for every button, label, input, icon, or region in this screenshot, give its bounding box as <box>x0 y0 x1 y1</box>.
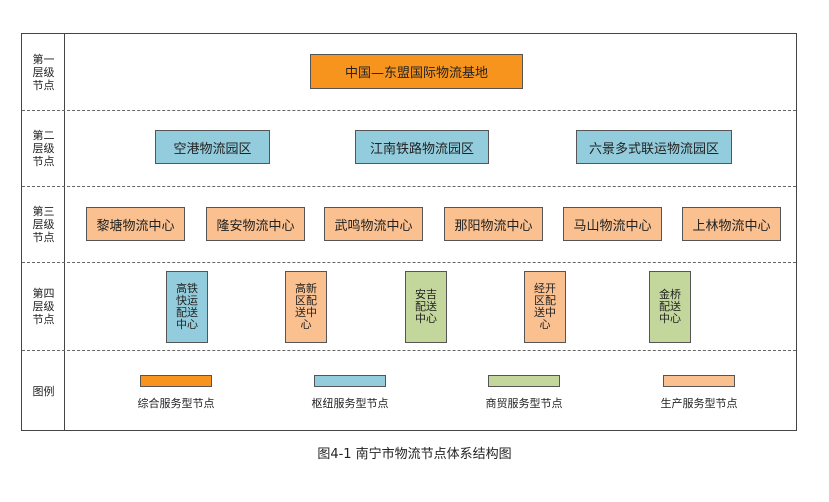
row-separator <box>22 110 796 111</box>
row-label-level1: 第一 层级 节点 <box>32 52 55 92</box>
legend-swatch-production <box>663 375 735 387</box>
row-separator <box>22 262 796 263</box>
row-separator <box>22 186 796 187</box>
node-level4: 安吉 配送 中心 <box>405 271 447 343</box>
diagram-frame: 第一 层级 节点 第二 层级 节点 第三 层级 节点 第四 层级 节点 图例 中… <box>21 33 797 431</box>
row-separator <box>22 350 796 351</box>
node-level4: 高新 区配 送中 心 <box>285 271 327 343</box>
node-level4: 经开 区配 送中 心 <box>524 271 566 343</box>
legend-label-hub: 综合服务型节点 <box>137 397 215 410</box>
node-level2: 六景多式联运物流园区 <box>576 130 732 164</box>
node-level3: 马山物流中心 <box>563 207 662 241</box>
legend-swatch-hub <box>140 375 212 387</box>
legend-label-commerce: 商贸服务型节点 <box>485 397 563 410</box>
row-label-level2: 第二 层级 节点 <box>32 128 55 168</box>
level-label-column: 第一 层级 节点 第二 层级 节点 第三 层级 节点 第四 层级 节点 图例 <box>22 34 65 430</box>
node-level4: 高铁 快运 配送 中心 <box>166 271 208 343</box>
row-label-level3: 第三 层级 节点 <box>32 204 55 244</box>
node-level3: 武鸣物流中心 <box>324 207 423 241</box>
node-level3: 那阳物流中心 <box>444 207 543 241</box>
legend-swatch-logistics <box>314 375 386 387</box>
node-level2: 江南铁路物流园区 <box>355 130 489 164</box>
legend-label-logistics: 枢纽服务型节点 <box>311 397 389 410</box>
figure-caption: 图4-1 南宁市物流节点体系结构图 <box>317 447 512 462</box>
row-label-level4: 第四 层级 节点 <box>32 286 55 326</box>
legend-swatch-commerce <box>488 375 560 387</box>
node-level3: 黎塘物流中心 <box>86 207 185 241</box>
legend-label-production: 生产服务型节点 <box>660 397 738 410</box>
node-level3: 上林物流中心 <box>682 207 781 241</box>
node-level2: 空港物流园区 <box>155 130 270 164</box>
node-level3: 隆安物流中心 <box>206 207 305 241</box>
row-label-legend: 图例 <box>32 384 55 398</box>
node-level4: 金桥 配送 中心 <box>649 271 691 343</box>
node-level1: 中国—东盟国际物流基地 <box>310 54 523 89</box>
